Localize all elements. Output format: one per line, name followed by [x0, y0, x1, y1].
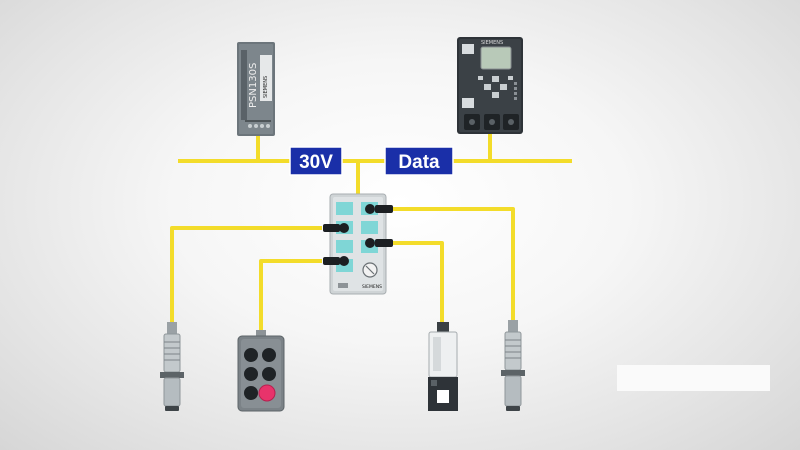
- io-module: SIEMENS: [323, 193, 393, 295]
- limit-switch: [428, 322, 458, 411]
- power-supply-terminals: [248, 124, 270, 128]
- controller-ethernet-port-bottom: [462, 98, 474, 108]
- pushbutton-black-2-icon: [262, 348, 276, 362]
- io-module-brand-text: SIEMENS: [362, 284, 382, 290]
- blank-panel: [617, 365, 770, 391]
- cables: [170, 134, 572, 336]
- controller-io-terminals: [464, 114, 519, 130]
- data-label-badge: Data: [384, 146, 454, 176]
- controller-ethernet-port-top: [462, 44, 474, 54]
- cable-right-sensor: [392, 207, 515, 320]
- pushbutton-black-4-icon: [262, 367, 276, 381]
- controller: SIEMENS: [457, 37, 523, 134]
- controller-display: [480, 46, 512, 70]
- power-label-text: 30V: [299, 152, 333, 173]
- right-proximity-sensor: [501, 320, 525, 411]
- pushbutton-black-1-icon: [244, 348, 258, 362]
- pushbutton-black-3-icon: [244, 367, 258, 381]
- io-module-connectors: [323, 204, 393, 266]
- controller-led-column: [514, 82, 517, 100]
- controller-keypad: [478, 76, 513, 98]
- cable-limit-switch: [392, 241, 444, 322]
- power-supply: PSN130S SIEMENS: [237, 42, 275, 136]
- left-proximity-sensor: [160, 322, 184, 411]
- power-supply-model-text: PSN130S: [248, 63, 259, 108]
- controller-brand-text: SIEMENS: [481, 40, 503, 46]
- pushbutton-box: [237, 330, 285, 412]
- pushbutton-black-5-icon: [244, 386, 258, 400]
- data-label-text: Data: [398, 152, 440, 173]
- power-label-badge: 30V: [289, 146, 343, 176]
- power-supply-brand-text: SIEMENS: [263, 76, 269, 98]
- cable-left-sensor: [170, 226, 322, 322]
- cable-pushbutton-box: [259, 259, 322, 336]
- pushbutton-red-icon: [258, 384, 276, 402]
